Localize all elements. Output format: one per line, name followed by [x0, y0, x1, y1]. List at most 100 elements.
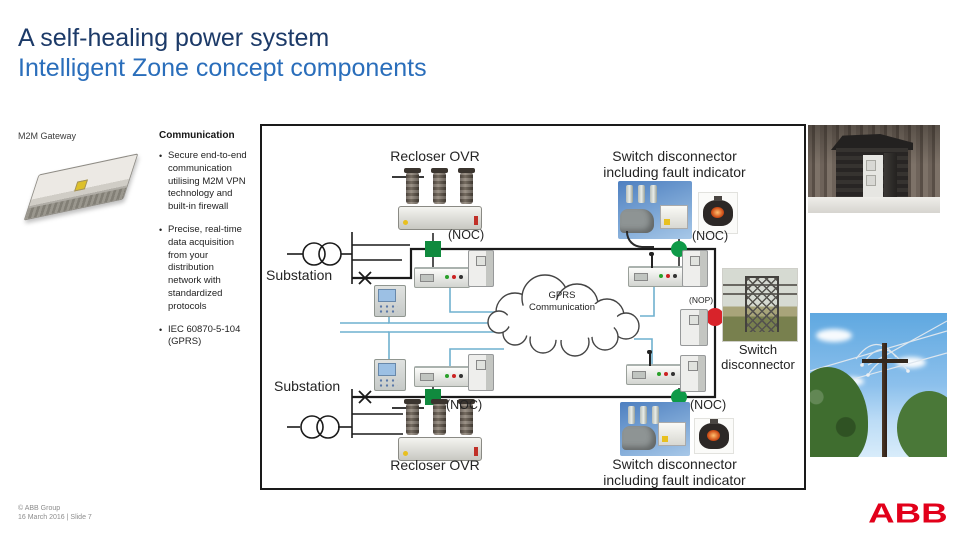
gprs-cloud-shape [487, 274, 640, 357]
fault-indicator-photo-top [698, 192, 738, 234]
switch-disconnector-field-photo [722, 268, 798, 342]
recloser-label-bottom: Recloser OVR [390, 457, 480, 473]
footer-copyright: © ABB Group 16 March 2016 | Slide 7 [18, 505, 92, 521]
port-icon [420, 373, 434, 381]
cabinet-window [476, 360, 486, 370]
tree-shape [810, 367, 868, 457]
comm-line-gateway-bottom [449, 348, 504, 366]
bushing-icon [404, 399, 421, 435]
m2m-gateway-photo [20, 146, 140, 232]
meter-device-top [374, 285, 406, 317]
switch-disconnector-photo-bottom [620, 402, 690, 456]
breaker-x-bottom [358, 390, 372, 404]
gprs-cloud-label: GPRS Communication [529, 290, 595, 313]
cabinet-top-left [468, 250, 494, 287]
meter-screen [378, 289, 396, 302]
recloser-tank [398, 206, 482, 230]
pole-switch-photo [810, 313, 947, 457]
insulator-icon [628, 406, 635, 424]
page-subtitle: Intelligent Zone concept components [18, 54, 427, 82]
meter-device-bottom [374, 359, 406, 391]
cabinet-bottom-left [468, 354, 494, 391]
insulator-icon [652, 406, 659, 424]
oneline-diagram: Recloser OVR Switch disconnector includi… [260, 124, 806, 490]
insulator-icon [650, 185, 657, 203]
bullet-text: Precise, real-time data acquisition from… [168, 223, 242, 312]
transformer-icon-bottom [300, 415, 324, 439]
hut-doorway [863, 155, 883, 197]
bullet-icon: • [159, 324, 163, 335]
substation-label-bottom: Substation [274, 378, 341, 394]
noc-label-top-left: (NOC) [448, 228, 485, 242]
noc-square-top [425, 241, 441, 257]
hut-shape [831, 134, 913, 199]
switch-mechanism [620, 209, 654, 233]
hut-door [884, 153, 897, 199]
bushing-icon [404, 168, 421, 204]
led-icon [452, 374, 456, 378]
noc-label-bottom-left: (NOC) [446, 398, 483, 412]
substation-hut-photo [808, 125, 940, 213]
led-icon [459, 374, 463, 378]
meter-keys [378, 304, 398, 313]
list-item: • Secure end-to-end communication utilis… [159, 150, 261, 214]
antenna-icon [647, 350, 653, 366]
list-item: • IEC 60870-5-104 (GPRS) [159, 324, 261, 350]
bullet-icon: • [159, 151, 163, 161]
cabinet-window [476, 256, 486, 266]
led-icon [671, 372, 675, 376]
hut-roof [831, 134, 913, 150]
led-icon [657, 372, 661, 376]
gateway-device-top-right [628, 252, 684, 287]
lattice-structure [745, 276, 779, 332]
gateway-device-bottom-left [414, 366, 470, 387]
recloser-tank [398, 437, 482, 461]
switchgear-panel [866, 175, 876, 186]
port-icon [632, 371, 646, 379]
m2m-gateway-label: M2M Gateway [18, 131, 77, 141]
switch-disconnector-label-top: Switch disconnector including fault indi… [603, 148, 746, 180]
nop-circle [706, 308, 724, 326]
port-icon [634, 273, 648, 281]
drive-box [660, 205, 688, 229]
comm-lines [340, 284, 655, 366]
led-icon [452, 275, 456, 279]
nop-label: (NOP) [689, 295, 714, 305]
recloser-label-top: Recloser OVR [390, 148, 480, 164]
breaker-x-top [358, 271, 372, 285]
gateway-device-bottom-right [626, 350, 682, 385]
insulator-icon [640, 406, 647, 424]
recloser-device-top [392, 168, 482, 230]
meter-screen [378, 363, 396, 376]
drive-box [658, 422, 686, 446]
comm-line-gateway-right-top [640, 284, 655, 317]
meter-keys [378, 378, 398, 387]
rack-server-shape [23, 153, 139, 221]
fault-indicator-lamp [699, 419, 729, 449]
communication-heading: Communication [159, 130, 235, 141]
recloser-device-bottom [392, 399, 482, 461]
noc-circle-bottom [671, 389, 687, 405]
cabinet-window [689, 315, 699, 325]
led-icon [459, 275, 463, 279]
switch-disconnector-label-right: Switch disconnector [721, 342, 795, 372]
substation-bus-bottom [287, 389, 403, 439]
led-icon [664, 372, 668, 376]
tree-shape [897, 391, 947, 457]
cabinet-window [688, 361, 698, 371]
communication-bullet-list: • Secure end-to-end communication utilis… [159, 150, 261, 359]
crossarm [862, 359, 908, 363]
noc-label-top-right: (NOC) [692, 229, 729, 243]
bullet-text: IEC 60870-5-104 (GPRS) [168, 323, 241, 348]
fault-indicator-lamp [703, 196, 733, 226]
led-icon [445, 374, 449, 378]
page-title: A self-healing power system [18, 24, 330, 52]
led-icon [673, 274, 677, 278]
switch-disconnector-label-bottom: Switch disconnector including fault indi… [603, 456, 746, 488]
nop-cabinet [680, 309, 708, 346]
bullet-text: Secure end-to-end communication utilisin… [168, 150, 247, 213]
switch-mechanism [622, 426, 656, 450]
bushing-icon [431, 168, 448, 204]
transformer-icon-top [302, 242, 326, 266]
